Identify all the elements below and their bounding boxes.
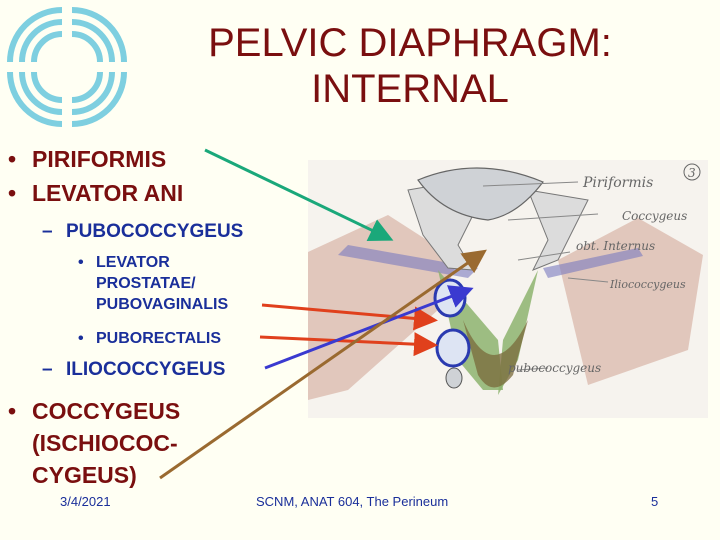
subsubbullet-text-2: PROSTATAE/ — [96, 275, 196, 292]
subbullet-iliococcygeus: –ILIOCOCCYGEUS — [42, 359, 225, 381]
bullet-text-2: (ISCHIOCOC- — [32, 430, 178, 456]
label-obturator-internus: obt. Internus — [576, 239, 655, 253]
bullet-text-1: COCCYGEUS — [32, 398, 181, 424]
label-page-number: 3 — [688, 166, 696, 180]
bullet-coccygeus: • COCCYGEUS (ISCHIOCOC- CYGEUS) — [8, 395, 180, 491]
title-line-2: INTERNAL — [311, 67, 509, 111]
footer-date: 3/4/2021 — [60, 494, 111, 509]
bullet-dot: • — [78, 254, 84, 271]
subsubbullet-levator-prostatae: • LEVATOR PROSTATAE/ PUBOVAGINALIS — [78, 252, 228, 315]
bullet-piriformis: • PIRIFORMIS — [8, 146, 166, 173]
subbullet-text: PUBOCOCCYGEUS — [66, 221, 244, 242]
bullet-dot: • — [78, 330, 84, 347]
footer-page-number: 5 — [651, 494, 659, 509]
subbullet-dash: – — [42, 359, 53, 380]
bullet-levator-ani: • LEVATOR ANI — [8, 180, 183, 207]
subbullet-text: ILIOCOCCYGEUS — [66, 359, 226, 380]
title-line-1: PELVIC DIAPHRAGM: — [208, 21, 612, 65]
subsubbullet-text: PUBORECTALIS — [96, 330, 222, 347]
subsubbullet-puborectalis: • PUBORECTALIS — [78, 328, 221, 349]
bullet-dot: • — [8, 146, 17, 172]
label-piriformis: Piriformis — [582, 175, 653, 191]
label-pubococcygeus: pubococcygeus — [508, 361, 601, 375]
bullet-dot: • — [8, 180, 17, 206]
bullet-text-3: CYGEUS) — [32, 462, 137, 488]
footer-course: SCNM, ANAT 604, The Perineum — [256, 494, 449, 509]
pelvic-diaphragm-drawing: Piriformis Coccygeus obt. Internus Ilioc… — [308, 160, 708, 418]
label-iliococcygeus: Iliococcygeus — [609, 278, 686, 291]
slide-title: PELVIC DIAPHRAGM: INTERNAL — [150, 20, 670, 112]
subsubbullet-text-3: PUBOVAGINALIS — [96, 296, 229, 313]
label-coccygeus: Coccygeus — [622, 209, 687, 223]
bullet-text: LEVATOR ANI — [32, 180, 184, 206]
bullet-text: PIRIFORMIS — [32, 146, 167, 172]
bullet-dot: • — [8, 398, 17, 424]
logo-icon — [7, 7, 127, 127]
subbullet-dash: – — [42, 221, 53, 242]
subsubbullet-text-1: LEVATOR — [96, 254, 170, 271]
subbullet-pubococcygeus: –PUBOCOCCYGEUS — [42, 221, 243, 243]
